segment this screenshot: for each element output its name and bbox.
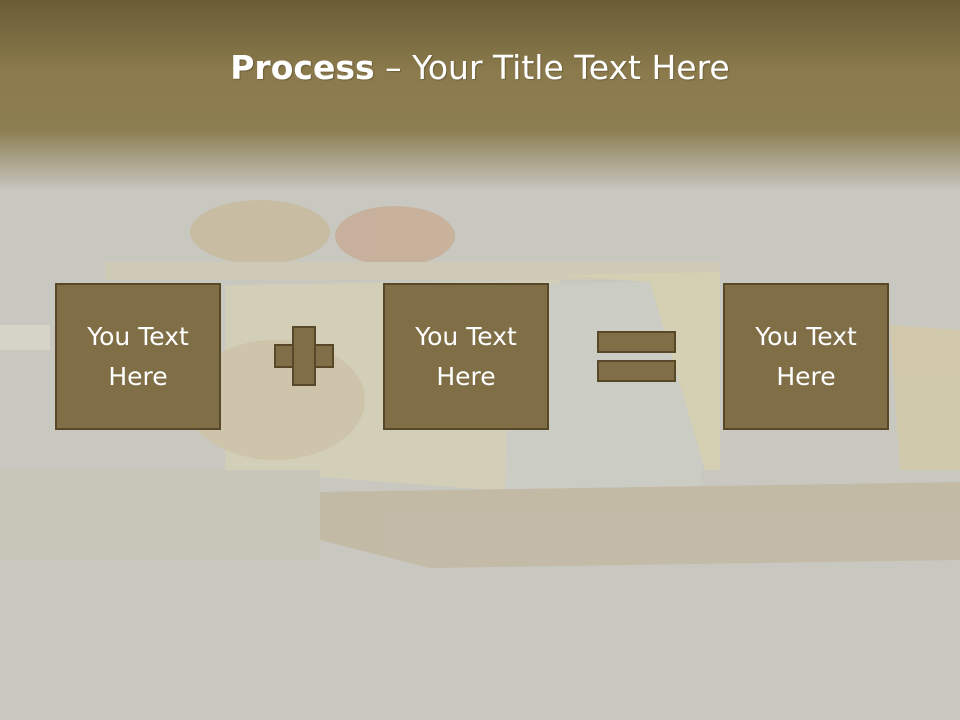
box-line-1: You Text (755, 321, 857, 351)
process-box-2[interactable]: You Text Here (383, 283, 549, 430)
process-box-2-text: You Text Here (415, 317, 517, 397)
box-line-2: Here (436, 361, 496, 391)
slide-title: Process – Your Title Text Here (0, 48, 960, 87)
equals-bar-top (597, 331, 676, 353)
box-line-1: You Text (87, 321, 189, 351)
process-box-3-text: You Text Here (755, 317, 857, 397)
title-rest: – Your Title Text Here (374, 48, 730, 87)
title-bold: Process (230, 48, 375, 87)
box-line-2: Here (776, 361, 836, 391)
process-box-3[interactable]: You Text Here (723, 283, 889, 430)
process-box-1-text: You Text Here (87, 317, 189, 397)
box-line-1: You Text (415, 321, 517, 351)
box-line-2: Here (108, 361, 168, 391)
equals-bar-bottom (597, 360, 676, 382)
process-box-1[interactable]: You Text Here (55, 283, 221, 430)
